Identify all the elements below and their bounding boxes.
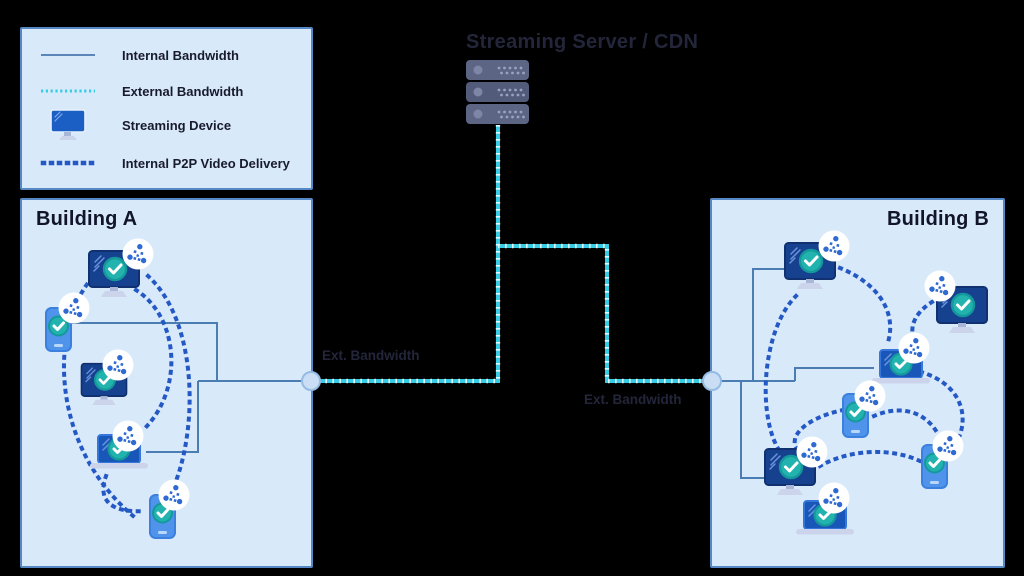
external-bandwidth-line-swatch — [40, 88, 96, 94]
ext-bandwidth-label-right: Ext. Bandwidth — [584, 392, 682, 407]
p2p-network-badge-icon — [158, 479, 190, 516]
external-bandwidth-ticks — [320, 125, 704, 384]
p2p-network-badge-icon — [932, 430, 964, 467]
external-bandwidth-lines — [320, 125, 704, 383]
legend-item-label: External Bandwidth — [122, 83, 244, 99]
building-a-title: Building A — [36, 208, 138, 230]
monitor-icon — [40, 109, 96, 141]
legend-item-internal-p2p: Internal P2P Video Delivery — [40, 151, 290, 175]
building-b-title: Building B — [887, 208, 989, 230]
legend-item-label: Internal P2P Video Delivery — [122, 155, 290, 171]
p2p-dotted-line-swatch — [40, 159, 96, 167]
p2p-network-badge-icon — [112, 420, 144, 457]
legend-panel: Internal Bandwidth External Bandwidth St… — [20, 27, 313, 190]
legend-item-label: Internal Bandwidth — [122, 47, 239, 63]
p2p-network-badge-icon — [818, 230, 850, 267]
p2p-network-badge-icon — [58, 292, 90, 329]
p2p-network-badge-icon — [122, 238, 154, 275]
p2p-network-badge-icon — [796, 436, 828, 473]
legend-item-label: Streaming Device — [122, 117, 232, 133]
legend-item-streaming-device: Streaming Device — [40, 107, 231, 143]
legend-item-external-bandwidth: External Bandwidth — [40, 79, 243, 103]
p2p-network-badge-icon — [102, 349, 134, 386]
server-title: Streaming Server / CDN — [466, 31, 699, 53]
p2p-network-badge-icon — [818, 482, 850, 519]
legend-item-internal-bandwidth: Internal Bandwidth — [40, 43, 239, 67]
ext-bandwidth-label-left: Ext. Bandwidth — [322, 348, 420, 363]
p2p-network-badge-icon — [924, 270, 956, 307]
internal-bandwidth-line-swatch — [40, 52, 96, 58]
server-rack-icon — [466, 60, 530, 130]
p2p-network-badge-icon — [854, 380, 886, 417]
p2p-network-badge-icon — [898, 332, 930, 369]
